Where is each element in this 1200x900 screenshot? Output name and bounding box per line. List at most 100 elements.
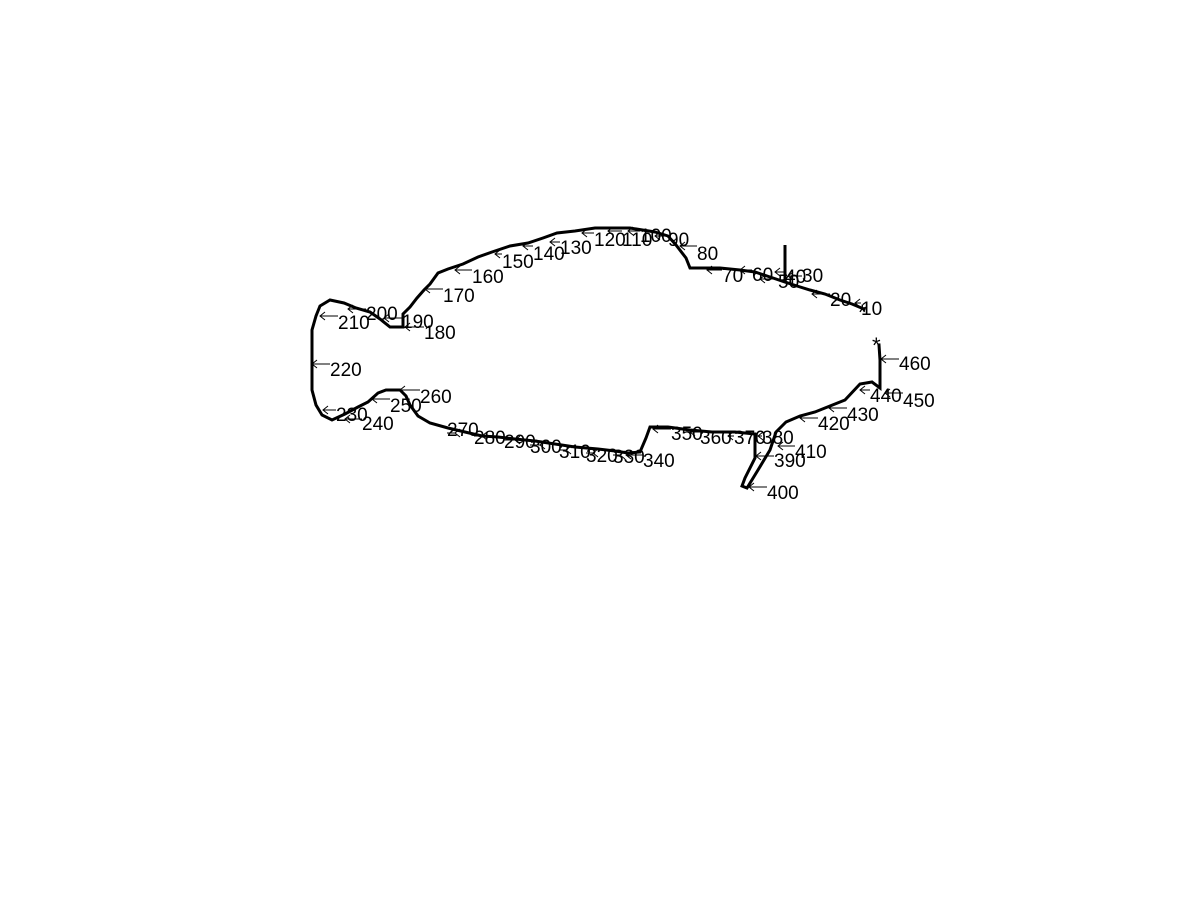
contour-index-label: 30	[802, 266, 823, 287]
contour-index-label: 400	[767, 483, 799, 504]
arrow-head	[607, 226, 614, 236]
label-arrow	[739, 265, 752, 275]
label-texts: 1020304050607080901001101201301401501601…	[330, 226, 935, 504]
label-arrow	[454, 265, 472, 275]
arrow-head	[811, 289, 818, 299]
arrow-head	[739, 265, 746, 275]
contour-index-label: 40	[785, 267, 806, 288]
contour-index-label: 60	[752, 265, 773, 286]
label-arrow	[727, 431, 734, 441]
contour-index-label: 100	[640, 226, 672, 247]
label-arrows	[311, 226, 903, 492]
arrow-head	[481, 431, 488, 441]
label-arrow	[884, 388, 903, 398]
arrow-head	[424, 284, 431, 294]
label-arrow	[607, 226, 622, 236]
label-arrow	[347, 304, 366, 314]
arrow-head	[319, 311, 326, 321]
label-arrow	[706, 265, 722, 275]
label-arrow	[759, 274, 778, 284]
contour-index-label: 420	[818, 414, 850, 435]
label-arrow	[757, 431, 764, 441]
contour-index-label: 430	[847, 405, 879, 426]
label-arrow	[828, 403, 847, 413]
label-arrow	[613, 450, 626, 460]
end-marker-icon: *	[858, 300, 867, 325]
label-arrow	[654, 231, 668, 241]
label-arrow	[689, 427, 700, 437]
label-arrow	[748, 482, 767, 492]
arrow-head	[581, 228, 588, 238]
arrow-head	[383, 313, 390, 323]
contour-index-label: 250	[390, 396, 422, 417]
label-arrow	[652, 424, 671, 434]
contour-index-label: 50	[778, 272, 799, 293]
label-arrow	[755, 451, 774, 461]
label-arrow	[559, 445, 572, 455]
arrow-head	[884, 388, 891, 398]
arrow-head	[759, 274, 766, 284]
contour-index-label: 220	[330, 360, 362, 381]
label-arrow	[504, 435, 521, 445]
label-arrow	[319, 311, 338, 321]
arrow-head	[799, 413, 806, 423]
contour-index-label: 160	[472, 267, 504, 288]
contour-index-label: 450	[903, 391, 935, 412]
contour-index-label: 350	[671, 424, 703, 445]
label-arrow	[625, 450, 643, 460]
contour-index-label: 70	[722, 266, 743, 287]
label-arrow	[787, 271, 802, 281]
contour-index-label: 380	[762, 428, 794, 449]
arrow-head	[522, 241, 529, 251]
arrow-head	[494, 249, 501, 259]
contour-index-label: 180	[424, 323, 456, 344]
label-arrow	[581, 228, 594, 238]
label-arrow	[311, 359, 330, 369]
label-arrow	[880, 354, 899, 364]
contour-index-label: 140	[533, 244, 565, 265]
contour-index-label: 290	[504, 432, 536, 453]
label-arrow	[811, 289, 830, 299]
label-arrow	[530, 440, 546, 450]
label-arrow	[627, 226, 640, 236]
arrow-head	[774, 267, 781, 277]
label-arrow	[383, 313, 402, 323]
contour-index-label: 390	[774, 451, 806, 472]
arrow-head	[344, 414, 351, 424]
contour-index-label: 340	[643, 451, 675, 472]
arrow-head	[652, 424, 659, 434]
contour-index-label: 150	[502, 252, 534, 273]
contour-index-label: 20	[830, 290, 851, 311]
label-arrow	[447, 428, 461, 438]
label-arrow	[404, 322, 424, 332]
contour-index-label: 200	[366, 304, 398, 325]
arrow-head	[625, 450, 632, 460]
arrow-head	[404, 322, 411, 332]
contour-index-label: 320	[586, 446, 618, 467]
arrow-head	[627, 226, 634, 236]
arrow-head	[727, 431, 734, 441]
contour-index-label: 310	[559, 442, 591, 463]
contour-index-label: 410	[795, 442, 827, 463]
arrow-head	[565, 445, 572, 455]
arrow-head	[854, 298, 861, 308]
label-arrow	[322, 405, 336, 415]
arrow-head	[757, 431, 764, 441]
contour-index-label: 130	[560, 238, 592, 259]
contour-index-label: 270	[447, 420, 479, 441]
arrow-head	[748, 482, 755, 492]
arrow-head	[828, 403, 835, 413]
contour-index-label: 440	[870, 386, 902, 407]
arrow-head	[787, 271, 794, 281]
label-arrow	[522, 241, 533, 251]
label-arrow	[371, 394, 390, 404]
label-arrow	[399, 385, 420, 395]
fish-contour	[310, 226, 882, 490]
label-arrow	[799, 413, 818, 423]
contour-index-label: 230	[336, 405, 368, 426]
arrow-head	[755, 451, 762, 461]
contour-index-label: 360	[700, 428, 732, 449]
arrow-head	[880, 354, 887, 364]
arrow-head	[549, 237, 556, 247]
